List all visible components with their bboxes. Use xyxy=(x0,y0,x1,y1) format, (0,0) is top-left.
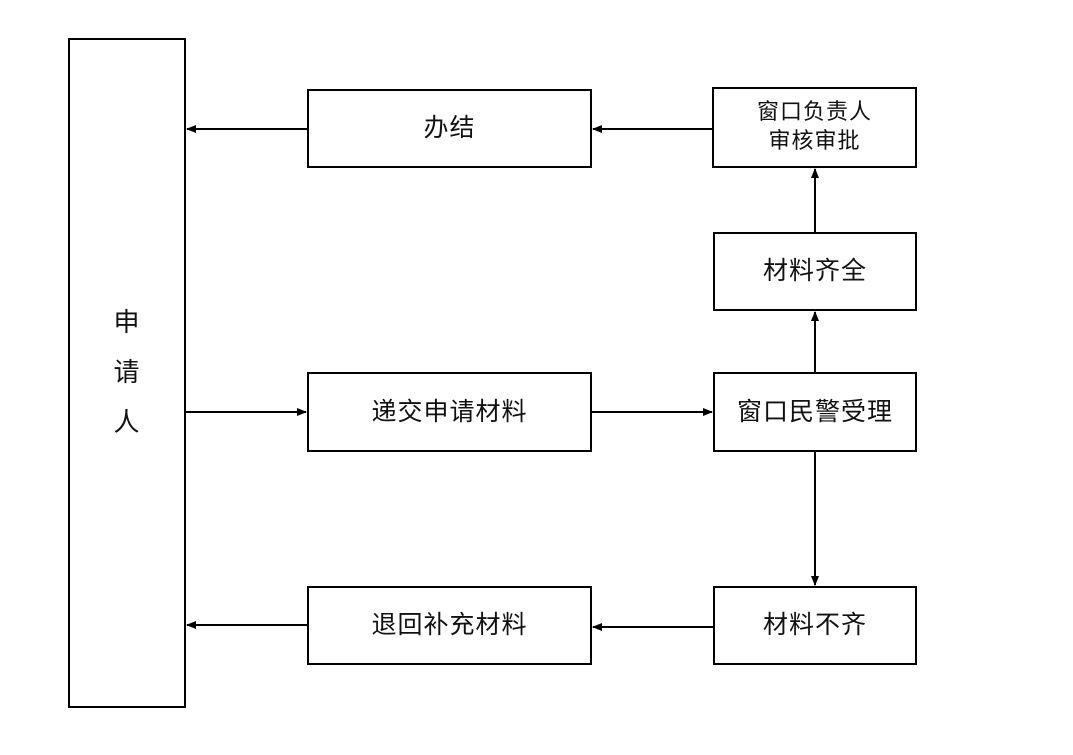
submit-label: 递交申请材料 xyxy=(371,396,528,426)
return-box: 退回补充材料 xyxy=(307,586,592,665)
accept-box: 窗口民警受理 xyxy=(713,372,917,452)
applicant-char-3: 人 xyxy=(113,408,141,438)
applicant-box: 申 请 人 xyxy=(68,38,186,708)
approve-label-line1: 窗口负责人 xyxy=(756,99,872,125)
complete-label: 材料齐全 xyxy=(762,256,867,286)
complete-box: 材料齐全 xyxy=(713,232,917,311)
return-label: 退回补充材料 xyxy=(371,610,528,640)
approve-box: 窗口负责人 审核审批 xyxy=(712,87,917,168)
applicant-char-1: 申 xyxy=(113,308,141,338)
conclude-label: 办结 xyxy=(423,113,476,143)
incomplete-box: 材料不齐 xyxy=(713,586,917,665)
accept-label: 窗口民警受理 xyxy=(736,396,893,426)
approve-label-line2: 审核审批 xyxy=(768,128,861,154)
applicant-char-2: 请 xyxy=(113,358,141,388)
conclude-box: 办结 xyxy=(307,89,592,168)
incomplete-label: 材料不齐 xyxy=(762,610,867,640)
submit-box: 递交申请材料 xyxy=(307,372,592,452)
